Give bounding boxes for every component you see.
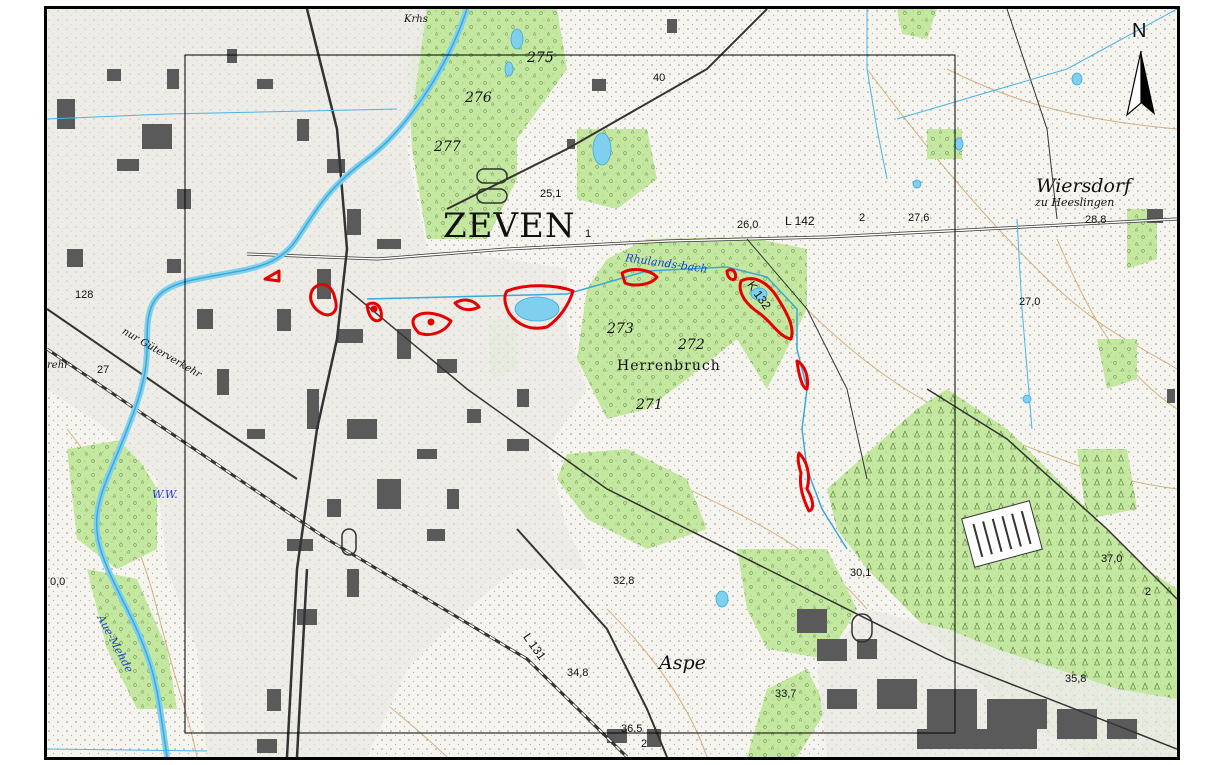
elevation-2b: 2 xyxy=(1145,586,1152,598)
elevation-40: 40 xyxy=(653,72,666,84)
parcel-275: 275 xyxy=(527,50,554,66)
elevation-34-8: 34,8 xyxy=(567,667,589,679)
compound xyxy=(961,500,1043,568)
elevation-35-8: 35,8 xyxy=(1065,673,1087,685)
parcel-273: 273 xyxy=(607,321,634,337)
elevation-27-0: 27,0 xyxy=(1019,296,1041,308)
place-label-wiersdorf-sub: zu Heeslingen xyxy=(1035,196,1115,209)
north-arrow: N xyxy=(1119,19,1163,119)
elevation-1: 1 xyxy=(585,228,592,240)
roads xyxy=(246,9,1177,757)
road-label-l142: L 142 xyxy=(785,214,815,228)
elevation-26-0: 26,0 xyxy=(737,219,759,231)
sports-tracks xyxy=(341,168,873,643)
elevation-33-7: 33,7 xyxy=(775,688,797,700)
elevation-28-8: 28,8 xyxy=(1085,214,1107,226)
town-label: ZEVEN xyxy=(443,206,576,246)
study-area-frame xyxy=(184,54,956,734)
north-label: N xyxy=(1132,20,1147,42)
elevation-0-0: 0,0 xyxy=(50,576,66,588)
elevation-128: 128 xyxy=(75,289,94,301)
map-graphics xyxy=(47,9,1177,757)
rail-label-rehr: rehr xyxy=(47,360,69,371)
elevation-30-1: 30,1 xyxy=(850,567,872,579)
parcel-272: 272 xyxy=(678,337,705,353)
railways xyxy=(47,308,629,757)
parcel-277: 277 xyxy=(434,139,461,155)
elevation-37-0: 37,0 xyxy=(1101,553,1123,565)
elevation-25-1: 25,1 xyxy=(540,188,562,200)
parcel-276: 276 xyxy=(465,90,492,106)
place-label-aspe: Aspe xyxy=(659,652,706,674)
elevation-2a: 2 xyxy=(859,212,866,224)
topographic-map[interactable]: ZEVEN Wiersdorf zu Heeslingen Aspe Krhs … xyxy=(44,6,1180,760)
elevation-27: 27 xyxy=(97,364,110,376)
place-label-krhs: Krhs xyxy=(404,14,428,25)
ponds xyxy=(504,28,1083,608)
forest-label: Herrenbruch xyxy=(617,358,721,374)
highlighted-areas xyxy=(263,268,815,513)
elevation-36-5: 36,5 xyxy=(621,723,643,735)
parcel-271: 271 xyxy=(636,397,663,413)
elevation-32-8: 32,8 xyxy=(613,575,635,587)
north-arrow-icon xyxy=(1126,50,1155,117)
elevation-27-6: 27,6 xyxy=(908,212,930,224)
elevation-2c: 2 xyxy=(641,738,648,750)
waterway-label-ww: W.W. xyxy=(152,488,178,501)
place-label-wiersdorf: Wiersdorf xyxy=(1036,175,1132,197)
